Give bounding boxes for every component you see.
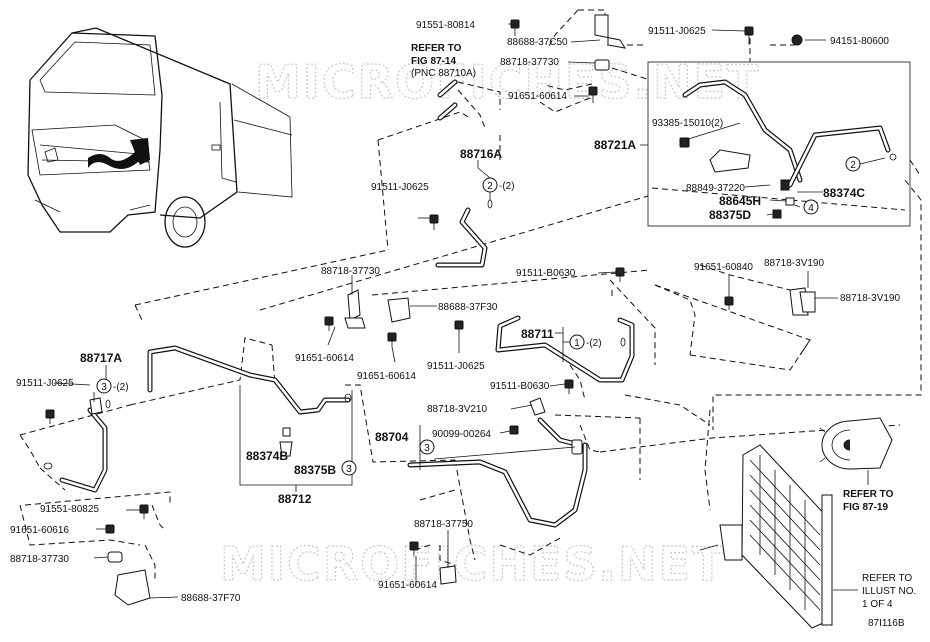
truck-illustration (27, 27, 293, 248)
svg-text:4: 4 (808, 203, 814, 214)
label-88712: 88712 (278, 492, 312, 506)
label-88718-3v190-b: 88718-3V190 (840, 293, 900, 304)
label-88711: 88711 (521, 327, 554, 341)
condenser (699, 444, 833, 629)
label-91651-60614-midleft: 91651-60614 (295, 353, 354, 364)
ref-illust-line2: ILLUST NO. (862, 586, 916, 597)
label-91651-60614-low: 91651-60614 (378, 580, 437, 591)
label-91511-j0625-topright: 91511-J0625 (648, 26, 706, 37)
pipes (59, 79, 891, 528)
svg-text:-(2): -(2) (113, 382, 129, 393)
label-88716a: 88716A (460, 147, 502, 161)
svg-text:2: 2 (487, 181, 493, 192)
watermark-top: MICROFICHES.NET (255, 55, 760, 109)
label-88718-37730-mid: 88718-37730 (321, 266, 380, 277)
svg-text:3: 3 (346, 464, 352, 475)
label-88375b: 88375B (294, 463, 336, 477)
label-88721a: 88721A (594, 138, 636, 152)
label-leaders (53, 23, 869, 599)
label-94151-80600: 94151-80600 (830, 36, 889, 47)
svg-text:-(2): -(2) (499, 181, 515, 192)
callout-4-88721a (803, 199, 819, 215)
svg-text:3: 3 (424, 443, 430, 454)
label-88718-37730-top: 88718-37730 (500, 57, 559, 68)
callout-1-88711 (569, 334, 585, 350)
label-88704: 88704 (375, 430, 409, 444)
label-91651-60614-top: 91651-60614 (508, 91, 567, 102)
label-88688-37f70: 88688-37F70 (181, 593, 241, 604)
label-91651-60840: 91651-60840 (694, 262, 753, 273)
label-88718-37730-low: 88718-37730 (10, 554, 69, 565)
figure-code: 87I116B (868, 618, 905, 629)
label-88688-37c50: 88688-37C50 (507, 37, 568, 48)
ref-fig87-14-line2: FIG 87-14 (411, 56, 456, 67)
ref-fig87-14-line1: REFER TO (411, 43, 462, 54)
svg-text:3: 3 (101, 382, 107, 393)
label-88718-3v210: 88718-3V210 (427, 404, 487, 415)
label-93385-15010: 93385-15010(2) (652, 118, 723, 129)
label-91511-j0625-left: 91511-J0625 (16, 378, 74, 389)
label-88718-37750: 88718-37750 (414, 519, 473, 530)
ref-fig87-19-line1: REFER TO (843, 489, 894, 500)
ref-fig87-19-line2: FIG 87-19 (843, 502, 888, 513)
label-91511-j0625-mid: 91511-J0625 (371, 182, 429, 193)
label-88374b: 88374B (246, 449, 288, 463)
label-88688-37f30: 88688-37F30 (438, 302, 498, 313)
label-88374c: 88374C (823, 186, 865, 200)
ref-fig87-14-line3: (PNC 88710A) (411, 68, 476, 79)
callout-3-88712 (341, 460, 357, 476)
88721a-assembly-box (647, 61, 911, 227)
label-88645h: 88645H (719, 194, 761, 208)
parts (43, 14, 897, 606)
label-91511-b0630-a: 91511-B0630 (516, 268, 576, 279)
ref-illust-line3: 1 OF 4 (862, 599, 893, 610)
label-91511-j0625-low: 91511-J0625 (427, 361, 485, 372)
part-labels: 91551-80814 88688-37C50 88718-37730 9165… (10, 20, 916, 629)
label-91651-60616: 91651-60616 (10, 525, 69, 536)
compressor (819, 417, 893, 470)
callouts: 2 -(2) 1 -(2) 3 -(2) 3 3 2 4 (96, 156, 886, 476)
callout-3-88717a (96, 378, 112, 394)
svg-text:2: 2 (850, 160, 856, 171)
label-91651-60614-midright: 91651-60614 (357, 371, 416, 382)
ref-illust-line1: REFER TO (862, 573, 912, 584)
label-91551-80814: 91551-80814 (416, 20, 475, 31)
label-88718-3v190-a: 88718-3V190 (764, 258, 824, 269)
label-88717a: 88717A (80, 351, 122, 365)
svg-text:1: 1 (574, 338, 580, 349)
label-91551-80825: 91551-80825 (40, 504, 99, 515)
callout-3-88704 (419, 439, 435, 455)
label-88849-37220: 88849-37220 (686, 183, 745, 194)
label-91511-b0630-b: 91511-B0630 (490, 381, 550, 392)
label-88375d: 88375D (709, 208, 751, 222)
watermark-bottom: MICROFICHES.NET (220, 537, 725, 591)
svg-text:-(2): -(2) (586, 338, 602, 349)
label-90099-00264: 90099-00264 (432, 429, 491, 440)
